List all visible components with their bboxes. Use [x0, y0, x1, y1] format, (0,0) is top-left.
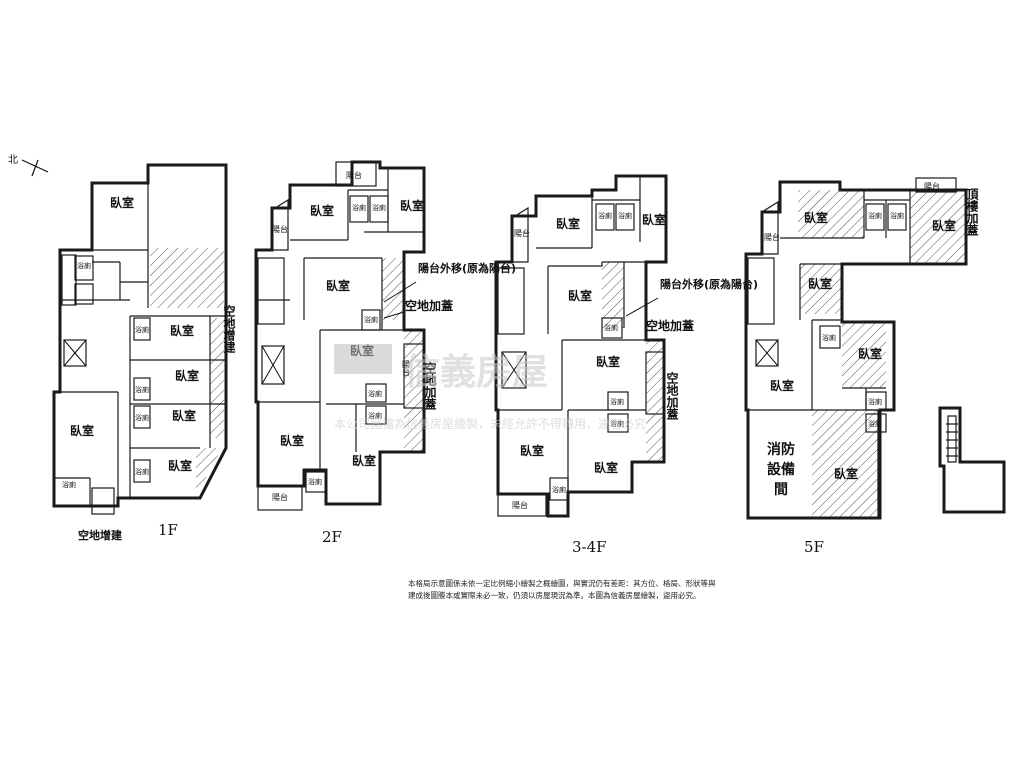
room-label: 臥室 [400, 198, 424, 213]
bath-label: 浴廁 [610, 397, 624, 406]
bath-label: 浴廁 [598, 211, 612, 220]
bath-label: 浴廁 [352, 203, 366, 212]
bath-label: 浴廁 [77, 261, 91, 270]
balcony-label: 陽台 [272, 224, 288, 234]
room-label: 臥室 [556, 216, 580, 231]
land-cover-label: 空地加蓋 [423, 361, 437, 410]
land-addition-label: 空地增建 [222, 304, 236, 354]
disclaimer-note: 本格局示意圖係未依一定比例縮小繪製之概繪圖，與實況仍有差距：其方位、格局、形狀等… [408, 579, 716, 600]
floor-name: 5F [804, 538, 824, 556]
balcony-label: 陽台 [764, 232, 780, 242]
room-label: 臥室 [568, 288, 592, 303]
fire-room-label: 消防設備間 [767, 442, 795, 498]
bath-label: 浴廁 [618, 211, 632, 220]
bath-label: 浴廁 [135, 467, 149, 476]
room-label: 臥室 [808, 276, 832, 291]
north-arrow-icon: 北 [8, 154, 49, 177]
room-label: 臥室 [804, 210, 828, 225]
room-label: 臥室 [172, 408, 196, 423]
bath-label: 浴廁 [890, 211, 904, 220]
fire-room: 消防設備間 [767, 442, 795, 498]
balcony-label: 陽台 [514, 228, 530, 238]
room-label: 臥室 [932, 218, 956, 233]
roof-addition-label: 頂樓加蓋 [965, 188, 979, 236]
bath-label: 浴廁 [135, 325, 149, 334]
bath-label: 浴廁 [368, 389, 382, 398]
north-label: 北 [8, 154, 18, 166]
bath-label: 浴廁 [868, 419, 882, 428]
room-label: 臥室 [520, 443, 544, 458]
room-label: 臥室 [280, 433, 304, 448]
room-label: 臥室 [175, 368, 199, 383]
bath-label: 浴廁 [62, 480, 76, 489]
balcony-moved-label: 陽台外移(原為陽台) [418, 261, 516, 275]
room-label: 臥室 [170, 323, 194, 338]
balcony-label: 陽台 [346, 170, 362, 180]
bath-label: 浴廁 [868, 397, 882, 406]
bath-label: 浴廁 [822, 333, 836, 342]
balcony-label: 陽台 [402, 360, 411, 377]
balcony-label: 陽台 [512, 500, 528, 510]
bath-label: 浴廁 [368, 411, 382, 420]
bath-label: 浴廁 [135, 385, 149, 394]
floor-name: 2F [322, 528, 342, 546]
balcony-label: 陽台 [924, 181, 940, 191]
room-label: 臥室 [596, 354, 620, 369]
land-cover-label: 空地加蓋 [665, 371, 679, 420]
room-label: 臥室 [642, 212, 666, 227]
balcony-label: 陽台 [272, 492, 288, 502]
watermark: 信義房屋 本公司圖檔為信義房屋繪製，未經允許不得轉用，違者必究 [334, 344, 646, 431]
floor-name: 3-4F [572, 538, 607, 556]
bath-label: 浴廁 [308, 477, 322, 486]
bath-label: 浴廁 [135, 413, 149, 422]
floor-3-4f: 臥室 臥室 臥室 臥室 臥室 臥室 浴廁 浴廁 浴廁 浴廁 浴廁 浴廁 陽台 陽… [494, 174, 758, 556]
bath-label: 浴廁 [372, 203, 386, 212]
land-addition-label: 空地增建 [78, 528, 123, 542]
room-label: 臥室 [770, 378, 794, 393]
room-label: 臥室 [834, 466, 858, 481]
room-label: 臥室 [326, 278, 350, 293]
room-label: 臥室 [110, 195, 134, 210]
balcony-moved-label: 陽台外移(原為陽台) [660, 277, 758, 291]
room-label: 臥室 [594, 460, 618, 475]
floor-1f: 臥室 臥室 臥室 臥室 臥室 臥室 浴廁 浴廁 浴廁 浴廁 浴廁 浴廁 空地增建… [52, 163, 236, 542]
bath-label: 浴廁 [552, 485, 566, 494]
land-cover-label: 空地加蓋 [405, 298, 453, 313]
floor-name: 1F [158, 521, 178, 539]
bath-label: 浴廁 [868, 211, 882, 220]
bath-label: 浴廁 [604, 323, 618, 332]
room-label: 臥室 [168, 458, 192, 473]
floor-2f: 臥室 臥室 臥室 臥室 臥室 臥室 浴廁 浴廁 浴廁 浴廁 浴廁 浴廁 陽台 陽… [254, 160, 516, 546]
room-label: 臥室 [70, 423, 94, 438]
watermark-brand: 信義房屋 [404, 352, 548, 393]
room-label: 臥室 [858, 346, 882, 361]
bath-label: 浴廁 [364, 315, 378, 324]
watermark-sub: 本公司圖檔為信義房屋繪製，未經允許不得轉用，違者必究 [334, 416, 646, 431]
bath-label: 浴廁 [610, 419, 624, 428]
land-cover-label: 空地加蓋 [646, 318, 694, 333]
floor-5f: 臥室 臥室 臥室 臥室 臥室 臥室 浴廁 浴廁 浴廁 浴廁 浴廁 陽台 陽台 消… [744, 177, 1006, 556]
room-label: 臥室 [310, 203, 334, 218]
room-label: 臥室 [352, 453, 376, 468]
